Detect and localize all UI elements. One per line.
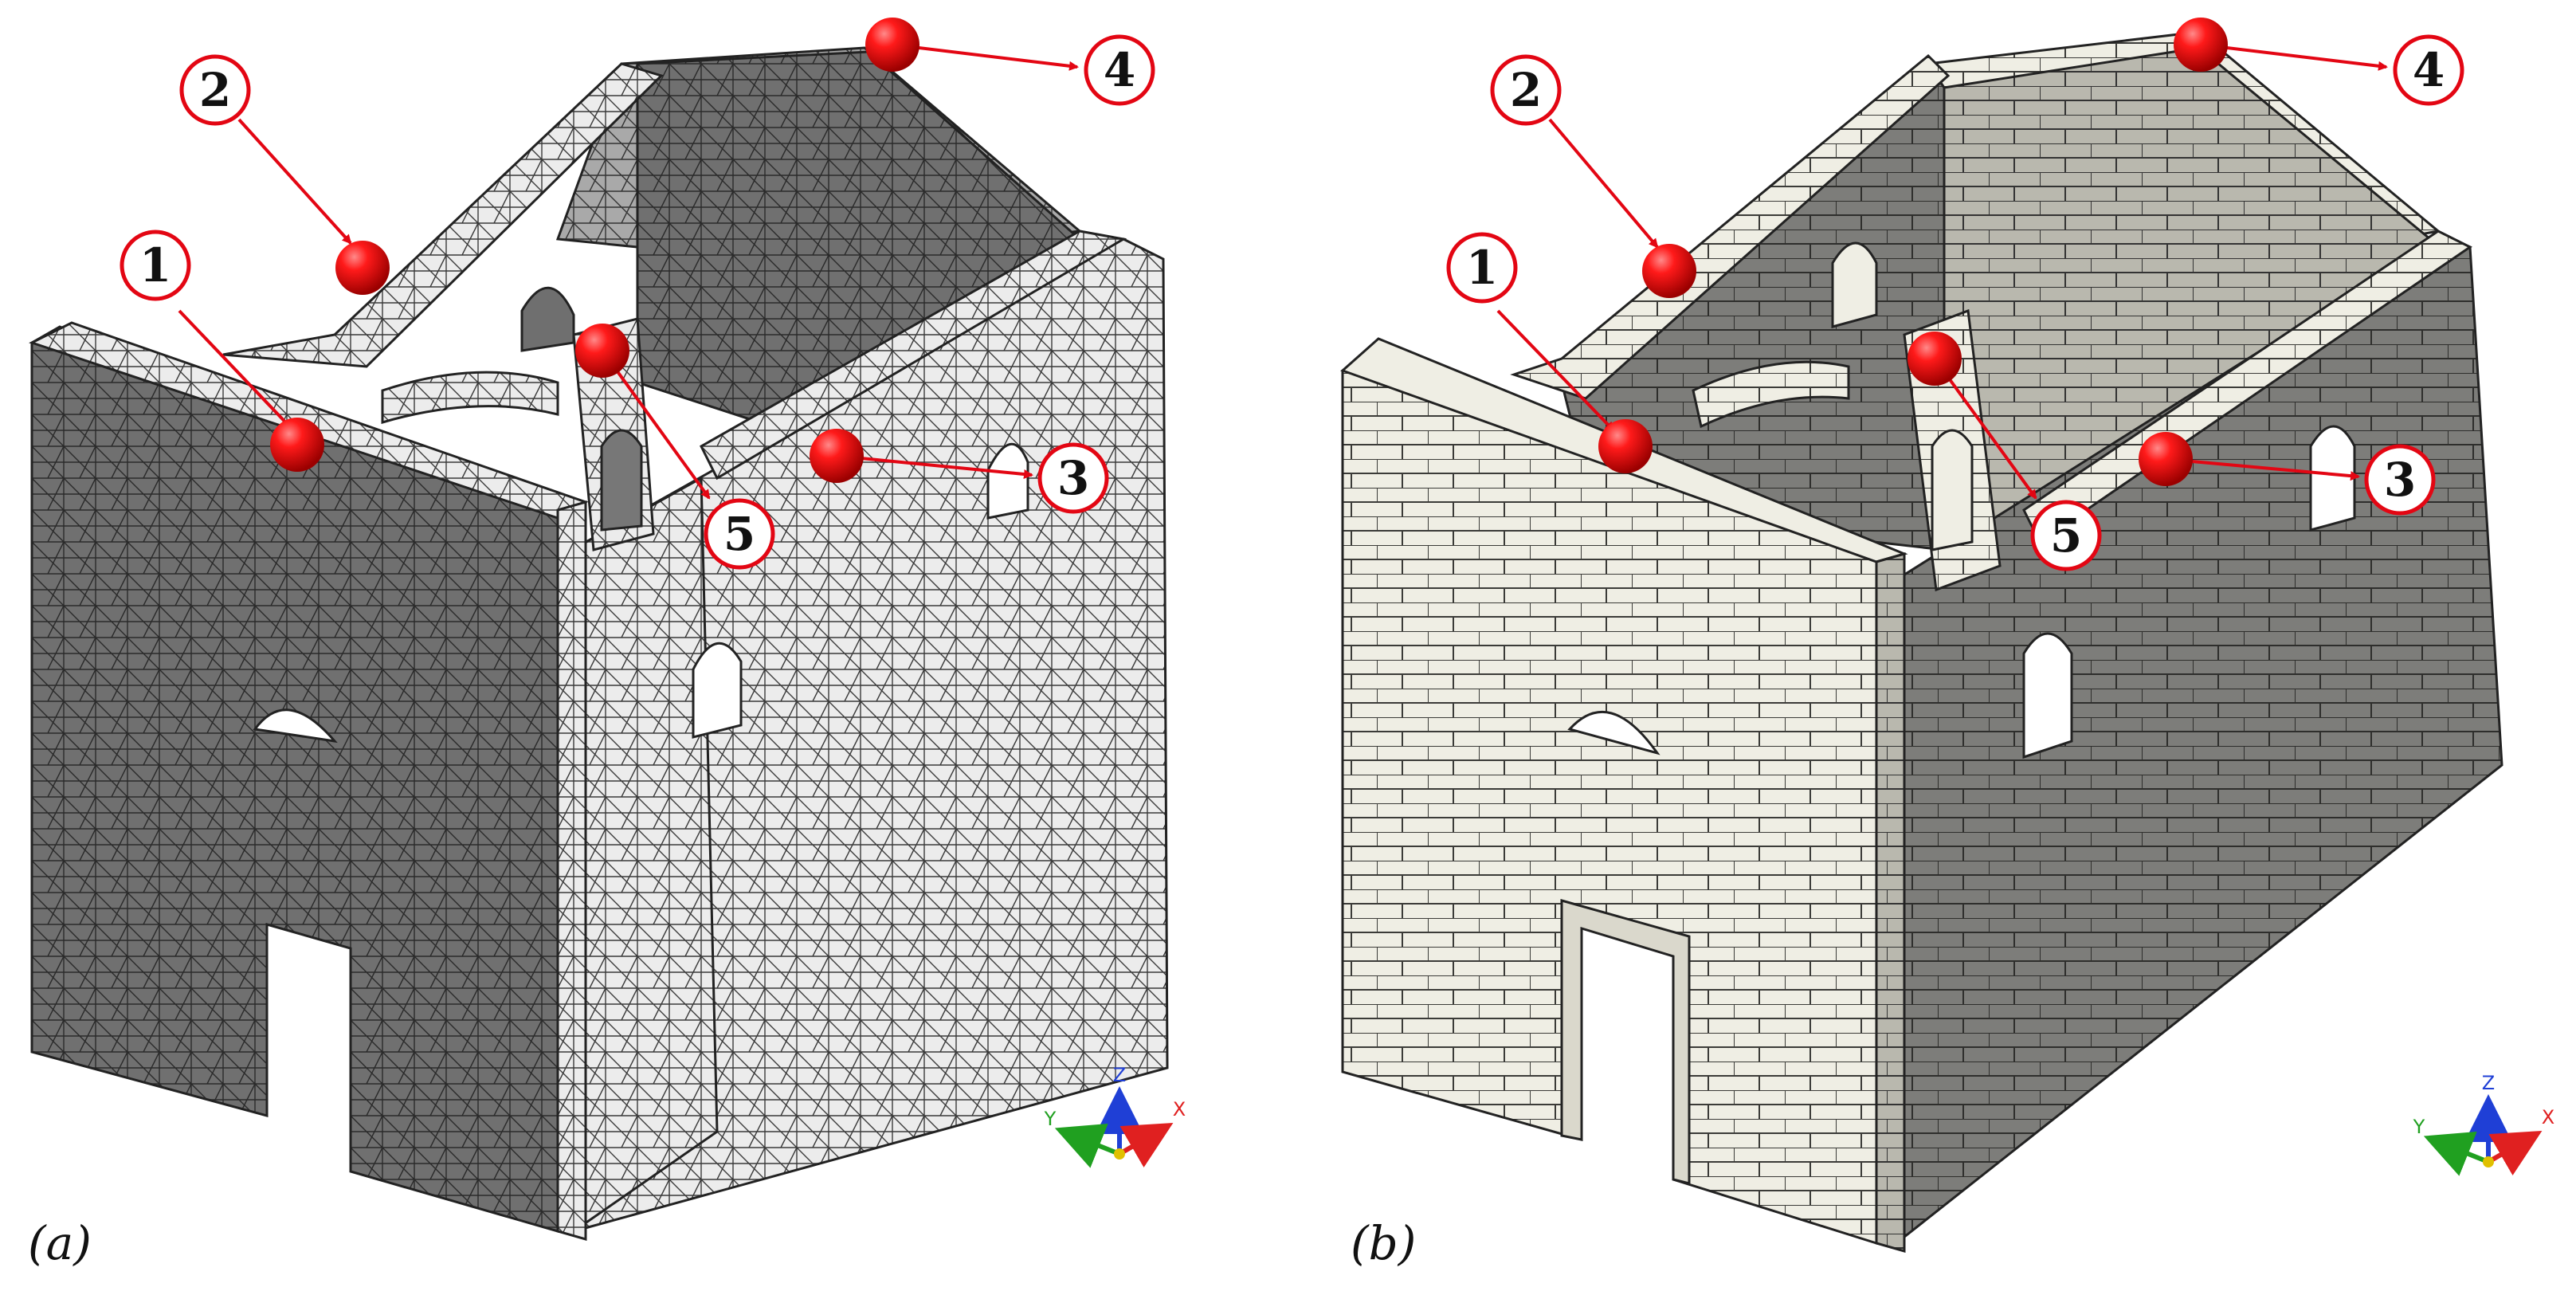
axis-y-line-b [2423,1131,2490,1176]
right-wall-top [700,230,1127,481]
axis-origin-b [2483,1156,2494,1167]
axis-z-label-b: Z [2482,1072,2495,1094]
axis-triad-b: Z X Y [2413,1072,2554,1176]
door-frame-b [1560,899,1691,1185]
marker-ball-b1 [1598,419,1653,473]
label-circle-b3 [2364,444,2436,516]
marker-ball-a4 [865,18,919,72]
label-circle-b5 [2030,500,2102,571]
axis-triad-a: Z X Y [1044,1064,1186,1168]
inner-arch-b [1692,360,1850,429]
window-pillar-b [1931,429,1974,551]
window-side-1 [520,286,575,352]
caption-b: (b) [1351,1216,1416,1270]
panel-b: 1 2 3 4 5 Z X Y [1340,18,2554,1270]
label-a3: 3 [1057,451,1089,505]
callout-arrow-b5 [1933,357,2037,500]
axis-x-label-a: X [1173,1098,1186,1120]
left-wall-top [222,62,664,368]
callout-arrow-b1 [1496,309,1615,432]
marker-ball-a2 [335,241,390,295]
label-circle-a3 [1037,442,1109,514]
left-wall-top-b [1510,53,1951,400]
label-circle-a4 [1084,34,1155,106]
axis-y-line-a [1054,1123,1121,1168]
label-b3: 3 [2384,453,2416,507]
label-circle-a5 [704,498,775,570]
label-a4: 4 [1104,43,1135,97]
marker-ball-b5 [1907,332,1962,386]
callout-arrow-a4 [892,43,1079,71]
marker-ball-b2 [1642,244,1696,298]
axis-y-label-b: Y [2413,1116,2425,1138]
axis-x-label-b: X [2542,1106,2554,1128]
label-b4: 4 [2413,43,2445,97]
axis-x-line-a [1118,1122,1174,1168]
axis-y-label-a: Y [1044,1108,1057,1130]
marker-group-a: 1 2 3 4 5 [120,18,1155,570]
label-circle-b1 [1446,232,1518,304]
label-a1: 1 [139,238,171,292]
masonry-building [1340,30,2503,1253]
window-side-3 [986,443,1029,520]
window-pillar [600,429,643,532]
marker-ball-a5 [575,324,629,378]
label-circle-a1 [120,230,191,301]
marker-group-b: 1 2 3 4 5 [1446,18,2464,571]
front-wall-edge [556,500,587,1241]
marker-ball-a1 [270,418,324,472]
label-a2: 2 [199,63,231,117]
callout-arrow-a2 [237,118,352,245]
caption-a: (a) [28,1216,92,1270]
callout-arrow-b2 [1548,118,1659,249]
mesh-building [29,46,1169,1241]
callout-arrow-b4 [2200,43,2388,71]
marker-ball-a3 [810,429,864,483]
panel-a: 1 2 3 4 5 Z X Y [28,18,1186,1270]
window-side-1-b [1831,241,1878,328]
marker-ball-b3 [2139,432,2193,486]
label-circle-b4 [2393,34,2464,106]
label-b5: 5 [2050,508,2082,563]
axis-z-label-a: Z [1113,1064,1126,1086]
callout-arrow-a3 [836,454,1033,479]
marker-ball-b4 [2174,18,2228,72]
callout-arrow-a1 [178,309,295,432]
label-circle-a2 [179,54,251,126]
inner-arch [381,371,559,424]
window-front [253,708,338,744]
axis-x-line-b [2487,1130,2543,1176]
label-a5: 5 [723,507,755,561]
label-b1: 1 [1466,241,1498,295]
window-side-2-b [2022,632,2073,759]
window-side-3-b [2309,425,2356,532]
axis-origin-a [1114,1148,1125,1160]
callout-arrow-b3 [2165,457,2360,481]
front-wall-edge-b [1875,552,1906,1253]
callout-arrow-a5 [601,349,711,500]
window-side-2 [692,642,743,739]
label-circle-b2 [1490,54,1562,126]
window-front-b [1567,710,1660,755]
label-b2: 2 [1510,63,1542,117]
